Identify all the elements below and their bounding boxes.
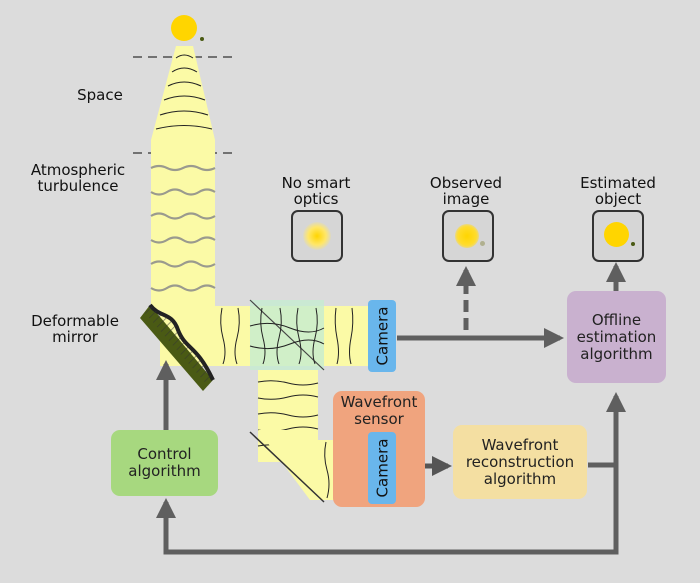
beam-splitter-diagonal [249,299,325,371]
horizontal-beam-lines [220,307,354,365]
no-smart-optics-label: No smart optics [281,174,351,208]
space-label: Space [77,86,123,104]
turbulent-wavefronts [150,164,216,292]
estimated-object-thumbnail [592,210,644,262]
observed-sun-icon [455,224,479,248]
sensor-camera-label: Camera [373,438,391,498]
sensor-camera: Camera [368,432,396,504]
feedback-loop-arrow [156,465,619,555]
observed-image-thumbnail [442,210,494,262]
atmospheric-turbulence-label: Atmospheric turbulence [30,161,126,195]
spherical-wavefronts [155,54,213,130]
main-camera-label: Camera [373,306,391,366]
observed-image-label: Observed image [429,174,503,208]
deformable-mirror-label: Deformable mirror [31,312,119,346]
no-smart-optics-thumbnail [291,210,343,262]
wavefront-reconstruction-box: Wavefront reconstruction algorithm [453,425,587,499]
planet-dot-icon [200,37,204,41]
estimated-object-label: Estimated object [580,174,656,208]
fold-mirror [249,431,325,503]
observed-planet-icon [480,241,485,246]
main-camera: Camera [368,300,396,372]
sun-icon [171,15,197,41]
deformable-mirror-hatch [144,305,213,386]
wavefront-sensor-label: Wavefront sensor [340,393,418,428]
estimated-planet-icon [631,242,635,246]
space-beam [151,46,215,140]
blurred-sun-icon [303,222,331,250]
reconstruction-to-offline-arrow [588,392,626,468]
estimated-sun-icon [604,222,629,247]
control-algorithm-box: Control algorithm [111,430,218,496]
offline-estimation-box: Offline estimation algorithm [567,291,666,383]
wavefront-sensor-box: Wavefront sensor [333,391,425,507]
